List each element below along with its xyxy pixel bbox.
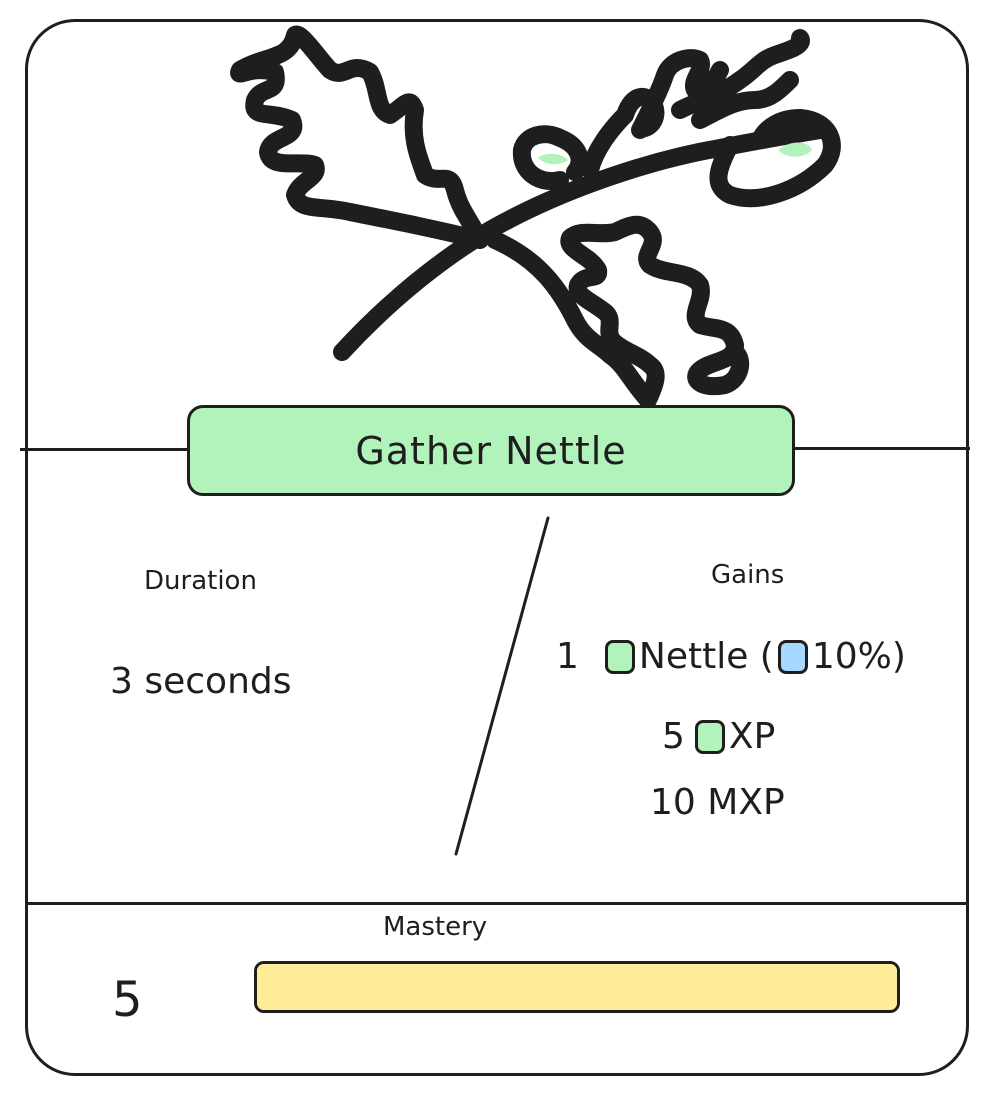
gain-qty: 1	[556, 636, 579, 677]
chance-icon	[777, 639, 808, 674]
gains-label: Gains	[711, 560, 785, 590]
gain-name: XP	[728, 716, 776, 757]
mastery-progress-bar	[254, 961, 900, 1013]
duration-value: 3 seconds	[110, 661, 292, 702]
gain-qty: 10 MXP	[650, 782, 785, 823]
gain-chance: 10%)	[811, 636, 906, 677]
xp-icon	[694, 719, 725, 754]
gain-name: Nettle (	[638, 636, 774, 677]
gain-item-mxp: 10 MXP	[650, 782, 785, 823]
item-icon	[604, 639, 635, 674]
gain-item-xp: 5 XP	[662, 716, 775, 757]
action-card	[25, 19, 969, 1076]
mastery-level: 5	[112, 972, 143, 1028]
gather-action-label: Gather Nettle	[355, 428, 627, 473]
mastery-label: Mastery	[383, 912, 488, 942]
gain-item-nettle: 1 Nettle ( 10%)	[556, 636, 906, 677]
gather-action-button[interactable]: Gather Nettle	[187, 405, 795, 496]
duration-label: Duration	[144, 566, 257, 596]
gain-qty: 5	[662, 716, 685, 757]
mastery-divider	[25, 902, 969, 905]
title-divider-left	[20, 448, 187, 451]
title-divider-right	[795, 447, 970, 450]
mastery-progress-fill	[257, 964, 897, 1010]
